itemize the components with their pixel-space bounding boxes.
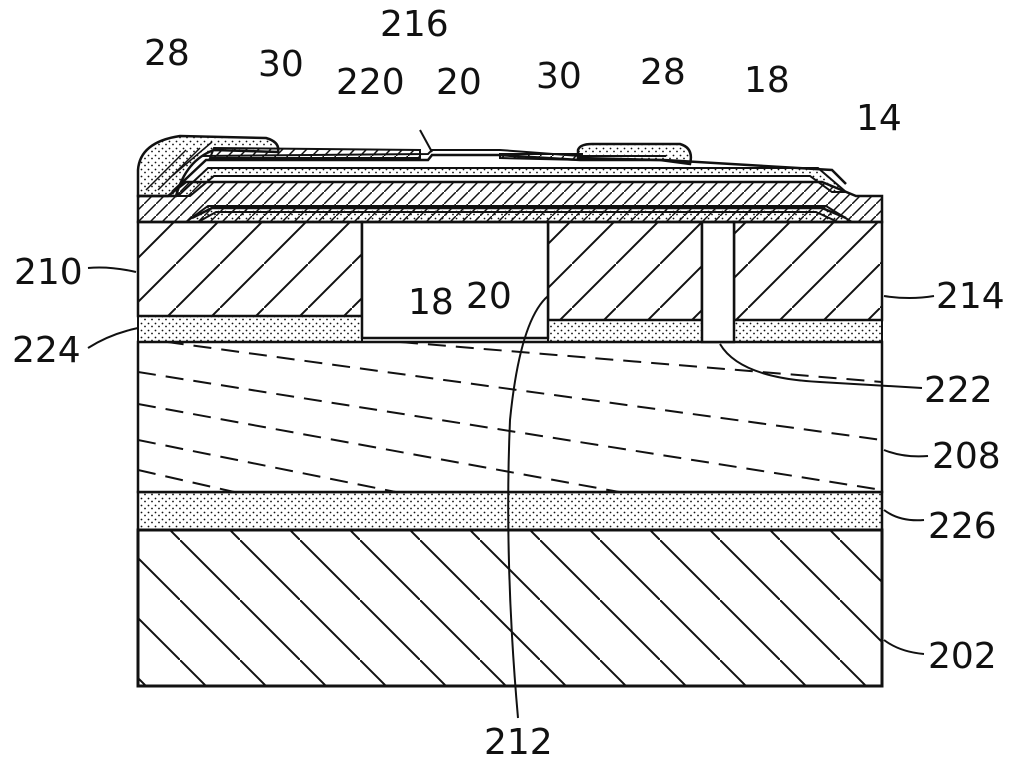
label-222: 222 <box>924 370 993 411</box>
leader-lines <box>87 129 935 719</box>
electrode-30-right <box>499 153 583 162</box>
label-14: 14 <box>856 98 902 139</box>
layer-226 <box>136 490 884 532</box>
label-216: 216 <box>380 4 449 45</box>
label-28-right: 28 <box>640 52 686 93</box>
block-212-right <box>546 220 704 322</box>
label-28-left: 28 <box>144 33 190 74</box>
label-210: 210 <box>14 252 83 293</box>
label-30-left: 30 <box>258 44 304 85</box>
label-18-mid: 18 <box>408 282 454 323</box>
pad-28-left-hatch <box>145 141 213 191</box>
opening-212 <box>360 220 550 340</box>
block-214 <box>732 220 884 322</box>
label-220: 220 <box>336 62 405 103</box>
film-18-upper <box>175 167 849 197</box>
layer-224-mid <box>547 319 703 343</box>
pad-28-right <box>576 142 693 166</box>
label-20-top: 20 <box>436 62 482 103</box>
label-214: 214 <box>936 276 1005 317</box>
film-18-lower-inner <box>197 211 839 223</box>
pad-28-left <box>136 134 280 198</box>
layer-224-left <box>137 315 363 343</box>
label-208: 208 <box>932 436 1001 477</box>
label-202: 202 <box>928 636 997 677</box>
film-20-lower <box>191 206 847 220</box>
film-18-lower <box>182 205 856 223</box>
label-30-right: 30 <box>536 56 582 97</box>
label-212: 212 <box>484 722 553 762</box>
block-210 <box>136 220 364 318</box>
opening-222 <box>700 220 736 344</box>
label-18-top: 18 <box>744 60 790 101</box>
film-20-upper <box>171 153 847 193</box>
label-224: 224 <box>12 330 81 371</box>
label-20-mid: 20 <box>466 276 512 317</box>
label-226: 226 <box>928 506 997 547</box>
layer-224-right <box>733 319 883 343</box>
